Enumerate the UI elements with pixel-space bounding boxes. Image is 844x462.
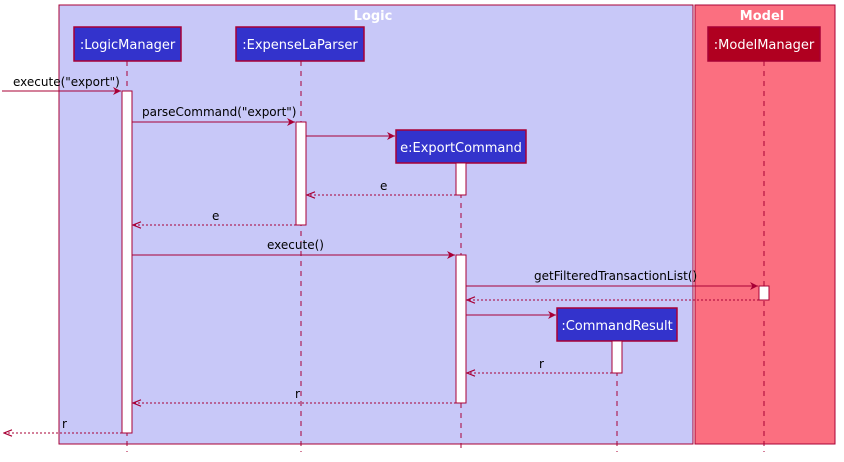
participant-export-command[interactable]: e:ExportCommand xyxy=(395,129,527,164)
msg-get-filtered-label: getFilteredTransactionList() xyxy=(534,269,697,283)
model-manager-activation xyxy=(758,285,770,301)
participant-export-command-label: e:ExportCommand xyxy=(400,141,522,156)
parser-activation xyxy=(295,121,307,226)
msg-execute-label: execute() xyxy=(267,238,324,252)
logic-box xyxy=(58,4,694,445)
return-e-to-parser-label: e xyxy=(380,179,387,193)
participant-parser[interactable]: :ExpenseLaParser xyxy=(235,26,365,62)
export-command-activation-2 xyxy=(455,254,467,404)
participant-logic-manager[interactable]: :LogicManager xyxy=(73,26,182,62)
participant-model-manager-label: :ModelManager xyxy=(714,38,815,53)
participant-parser-label: :ExpenseLaParser xyxy=(242,38,358,53)
participant-command-result[interactable]: :CommandResult xyxy=(556,307,678,342)
return-r-from-command-result-label: r xyxy=(539,357,544,371)
model-box-title: Model xyxy=(740,9,784,24)
logic-box-title: Logic xyxy=(354,9,393,24)
logic-manager-activation xyxy=(121,90,133,434)
return-e-to-logic-manager-label: e xyxy=(212,209,219,223)
command-result-activation xyxy=(611,340,623,374)
participant-model-manager[interactable]: :ModelManager xyxy=(707,26,821,62)
participant-logic-manager-label: :LogicManager xyxy=(80,38,176,53)
msg-execute-export-label: execute("export") xyxy=(13,75,120,89)
export-command-activation-1 xyxy=(455,162,467,196)
return-r-to-logic-manager-label: r xyxy=(295,387,300,401)
participant-command-result-label: :CommandResult xyxy=(561,319,672,334)
return-r-to-caller-label: r xyxy=(62,417,67,431)
msg-parse-command-label: parseCommand("export") xyxy=(142,105,297,119)
model-box xyxy=(694,4,836,445)
